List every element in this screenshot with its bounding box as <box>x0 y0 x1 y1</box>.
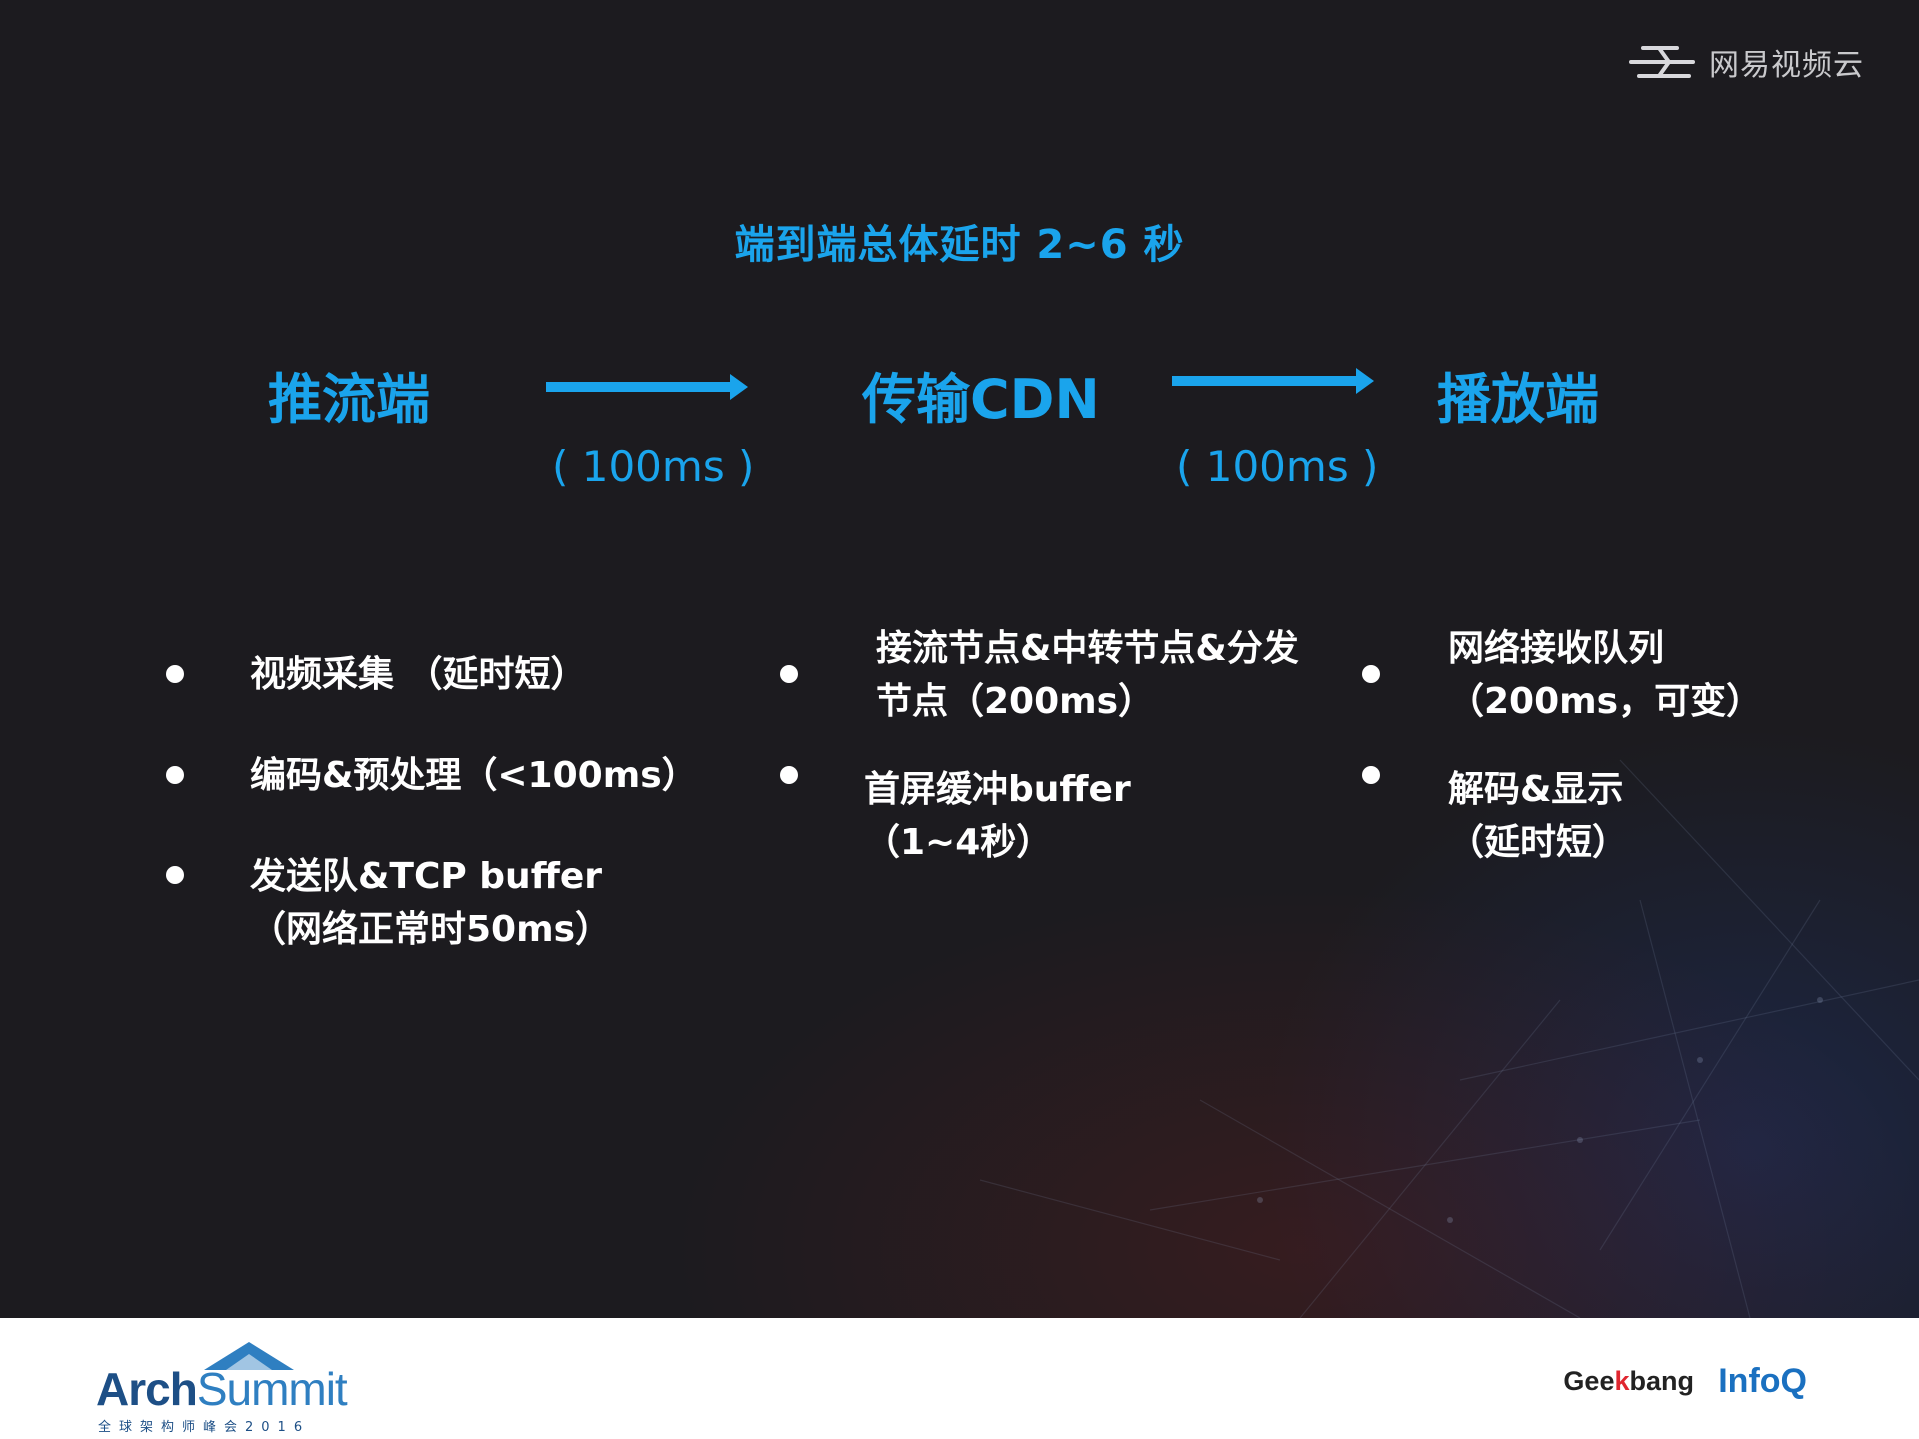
list-item: 首屏缓冲buffer （1~4秒） <box>864 769 1131 863</box>
brand: 网易视频云 <box>1629 40 1864 84</box>
geekbang-logo: Geekbang <box>1563 1366 1694 1396</box>
netease-vcloud-logo-icon <box>1629 46 1695 78</box>
archsummit-subtitle: 全球架构师峰会2016 <box>98 1420 311 1435</box>
latency-push-cdn: ( 100ms ) <box>552 442 755 491</box>
stage-push: 推流端 <box>268 368 430 431</box>
slide: 网易视频云 端到端总体延时 2~6 秒 推流端 ( 100ms ) 传输CDN … <box>0 0 1919 1318</box>
list-item: 接流节点&中转节点&分发 节点（200ms） <box>876 628 1299 722</box>
bullet-icon <box>166 665 184 683</box>
arrow-right-icon <box>1172 368 1374 394</box>
list-item: 编码&预处理（<100ms） <box>250 755 698 796</box>
brand-name: 网易视频云 <box>1709 48 1864 83</box>
stage-play: 播放端 <box>1437 368 1599 431</box>
archsummit-summit: Summit <box>196 1363 348 1415</box>
list-item: 解码&显示 （延时短） <box>1448 769 1629 863</box>
footer: ArchSummit 全球架构师峰会2016 Geekbang InfoQ <box>0 1318 1919 1439</box>
bullet-icon <box>166 766 184 784</box>
archsummit-arch: Arch <box>96 1363 198 1415</box>
bullet-icon <box>780 766 798 784</box>
bullet-icon <box>166 866 184 884</box>
bullet-icon <box>780 665 798 683</box>
list-item: 发送队&TCP buffer （网络正常时50ms） <box>250 856 612 950</box>
bullet-icon <box>1362 665 1380 683</box>
infoq-logo: InfoQ <box>1718 1362 1807 1400</box>
latency-cdn-play: ( 100ms ) <box>1176 442 1379 491</box>
list-item: 网络接收队列 （200ms，可变） <box>1448 628 1763 722</box>
arrow-right-icon <box>546 374 748 400</box>
headline: 端到端总体延时 2~6 秒 <box>734 222 1185 268</box>
list-item: 视频采集 （延时短） <box>250 654 587 695</box>
mountain-icon <box>204 1342 294 1370</box>
stage-cdn: 传输CDN <box>862 368 1100 431</box>
bullet-icon <box>1362 766 1380 784</box>
